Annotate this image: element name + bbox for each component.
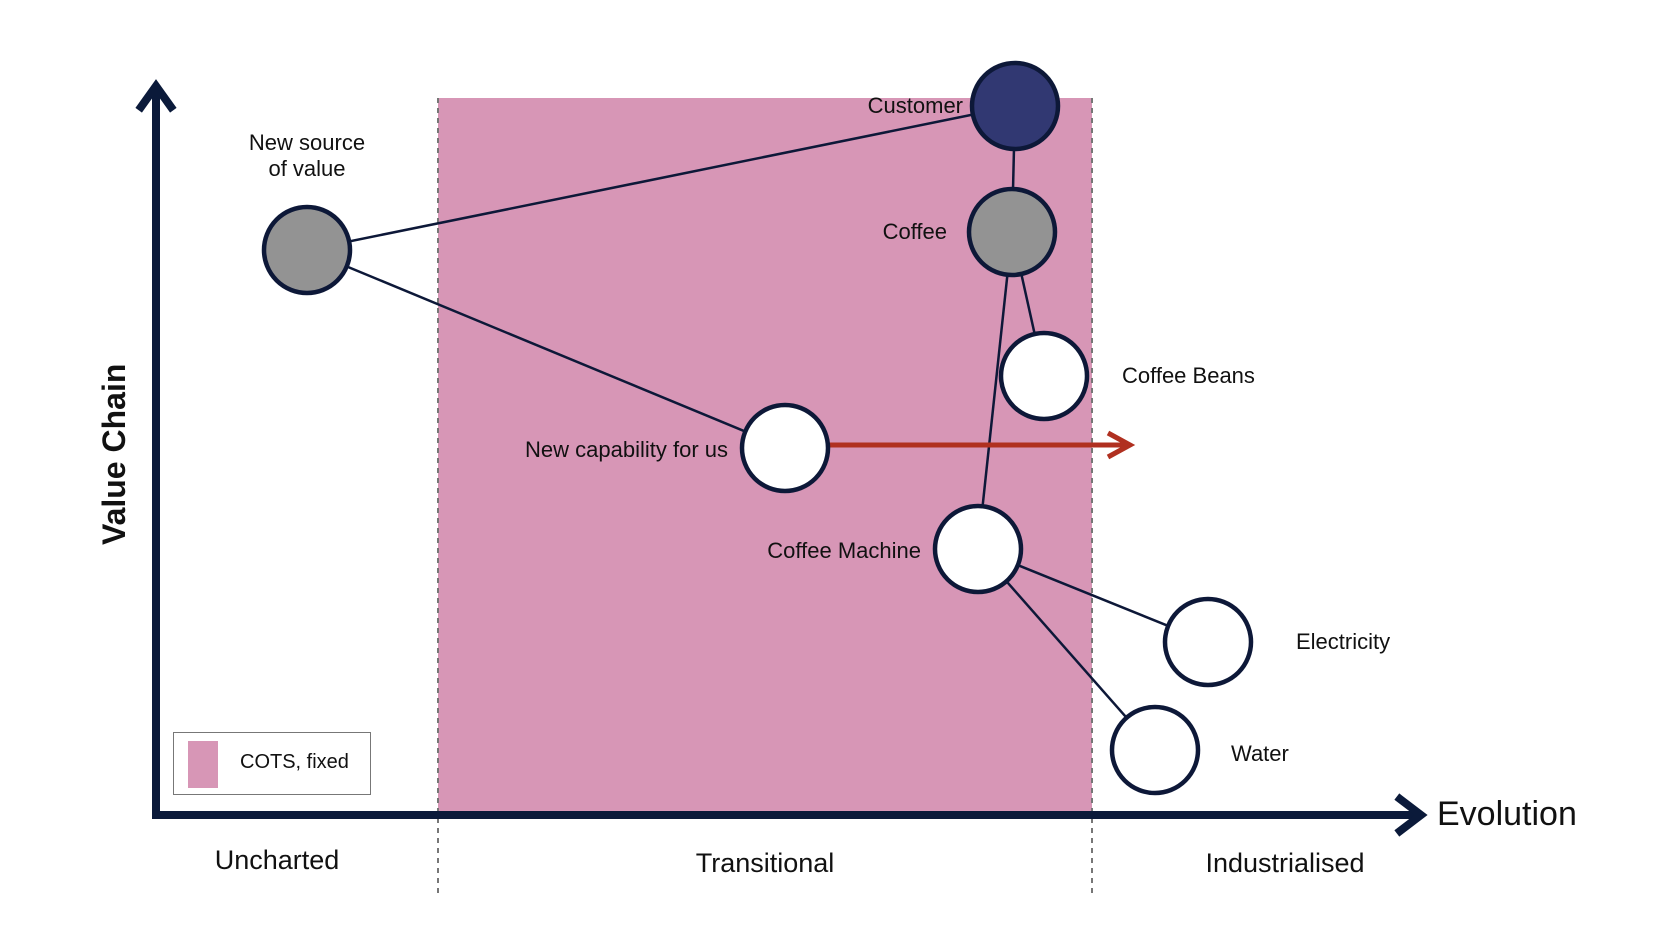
node-electricity[interactable] bbox=[1162, 596, 1254, 688]
node-label-line: New source bbox=[248, 130, 366, 155]
y-axis-title: Value Chain bbox=[96, 363, 132, 545]
stage-label-uncharted: Uncharted bbox=[214, 845, 340, 875]
node-label-line: Coffee bbox=[882, 219, 947, 244]
x-axis-arrowhead-icon bbox=[1394, 793, 1428, 837]
node-customer[interactable] bbox=[969, 60, 1061, 152]
legend: COTS, fixed bbox=[173, 732, 371, 795]
node-label-line: Coffee Beans bbox=[1122, 363, 1255, 388]
node-new-source[interactable] bbox=[261, 204, 353, 296]
link-new-source-to-new-capability bbox=[306, 248, 786, 450]
node-label-line: of value bbox=[268, 156, 346, 181]
stage-label-transitional: Transitional bbox=[695, 848, 835, 878]
node-new-capability[interactable] bbox=[739, 402, 831, 494]
node-label-new-capability: New capability for us bbox=[525, 437, 728, 463]
node-label-electricity: Electricity bbox=[1296, 629, 1390, 655]
node-label-coffee-beans: Coffee Beans bbox=[1122, 363, 1255, 389]
x-axis-title: Evolution bbox=[1437, 795, 1577, 833]
node-water[interactable] bbox=[1109, 704, 1201, 796]
node-label-water: Water bbox=[1231, 741, 1289, 767]
movements bbox=[828, 430, 1136, 460]
node-label-customer: Customer bbox=[868, 93, 963, 119]
node-label-line: Water bbox=[1231, 741, 1289, 766]
node-label-coffee-machine: Coffee Machine bbox=[767, 538, 921, 564]
legend-swatch-cots bbox=[188, 741, 218, 788]
node-label-coffee: Coffee bbox=[883, 219, 947, 245]
node-coffee-beans[interactable] bbox=[998, 330, 1090, 422]
node-coffee-machine[interactable] bbox=[932, 503, 1024, 595]
node-label-line: Customer bbox=[867, 93, 963, 118]
node-coffee[interactable] bbox=[966, 186, 1058, 278]
axes bbox=[135, 79, 1428, 837]
evolution-arrowhead-icon bbox=[1106, 430, 1136, 460]
y-axis-arrowhead-icon bbox=[135, 79, 177, 113]
stage-label-industrialised: Industrialised bbox=[1205, 848, 1365, 878]
node-label-line: Electricity bbox=[1296, 629, 1391, 654]
link-new-source-to-customer bbox=[306, 104, 1016, 252]
node-label-line: New capability for us bbox=[525, 437, 728, 462]
node-label-line: Coffee Machine bbox=[767, 538, 921, 563]
link-coffee-to-coffee-machine bbox=[976, 231, 1014, 550]
nodes bbox=[261, 60, 1254, 796]
legend-label-cots: COTS, fixed bbox=[240, 751, 349, 773]
